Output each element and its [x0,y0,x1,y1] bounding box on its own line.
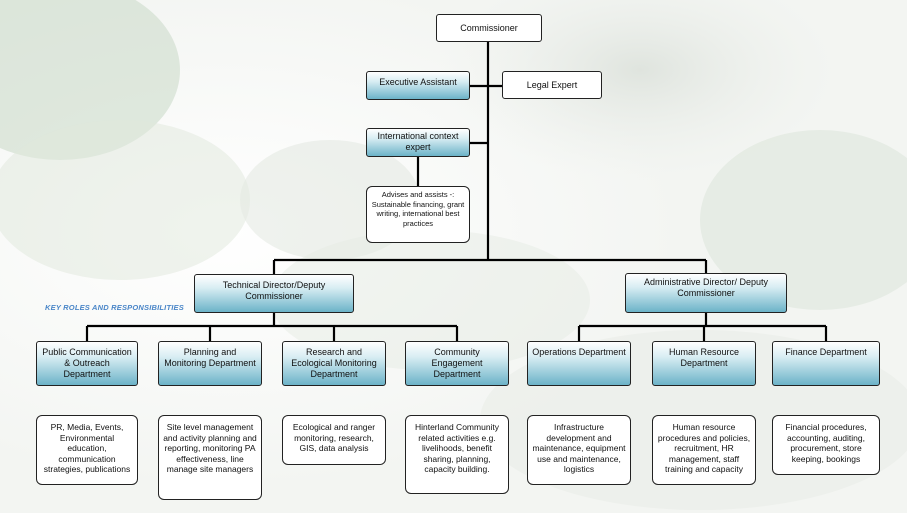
advises-box: Advises and assists -: Sustainable finan… [366,186,470,243]
department-box-operations: Operations Department [527,341,631,386]
executive-assistant-box: Executive Assistant [366,71,470,100]
department-box-public-communication: Public Communication & Outreach Departme… [36,341,138,386]
duties-box-public-communication: PR, Media, Events, Environmental educati… [36,415,138,485]
duties-box-research-ecological: Ecological and ranger monitoring, resear… [282,415,386,465]
duties-box-planning-monitoring: Site level management and activity plann… [158,415,262,500]
department-box-planning-monitoring: Planning and Monitoring Department [158,341,262,386]
duties-box-human-resource: Human resource procedures and policies, … [652,415,756,485]
department-box-community-engagement: Community Engagement Department [405,341,509,386]
duties-box-finance: Financial procedures, accounting, auditi… [772,415,880,475]
department-box-research-ecological: Research and Ecological Monitoring Depar… [282,341,386,386]
technical-director-box: Technical Director/Deputy Commissioner [194,274,354,313]
department-box-human-resource: Human Resource Department [652,341,756,386]
department-box-finance: Finance Department [772,341,880,386]
international-expert-box: International context expert [366,128,470,157]
administrative-director-box: Administrative Director/ Deputy Commissi… [625,273,787,313]
duties-box-community-engagement: Hinterland Community related activities … [405,415,509,494]
legal-expert-box: Legal Expert [502,71,602,99]
key-roles-label: KEY ROLES AND RESPONSIBILITIES [45,303,184,312]
duties-box-operations: Infrastructure development and maintenan… [527,415,631,485]
commissioner-box: Commissioner [436,14,542,42]
